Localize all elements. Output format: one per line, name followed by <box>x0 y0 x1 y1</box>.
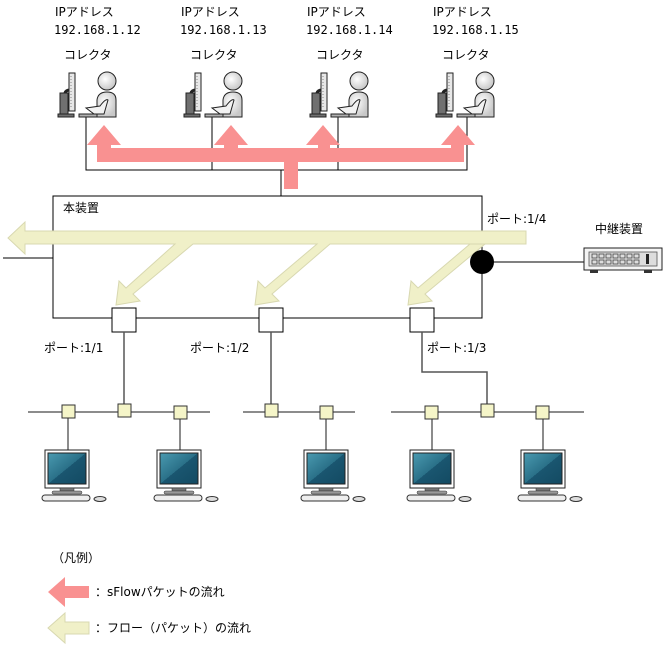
port-1-2-node[interactable] <box>258 307 284 333</box>
pc-icon <box>517 449 583 502</box>
sflow-flow-arrow <box>87 125 475 189</box>
port-1-1-node[interactable] <box>111 307 137 333</box>
pc-icon <box>153 449 219 502</box>
port-label: ポート:1/4 <box>487 212 547 226</box>
collector-name: コレクタ <box>190 48 238 62</box>
lan-segments <box>28 411 584 450</box>
pc-icon <box>300 449 366 502</box>
legend-flow-arrow <box>47 611 90 645</box>
collector-ip-label: IPアドレス <box>55 5 114 19</box>
collector-ip-label: IPアドレス <box>433 5 492 19</box>
legend-flow-label: ：フロー（パケット）の流れ <box>95 621 252 635</box>
port-label: ポート:1/3 <box>427 341 487 355</box>
pc-icon <box>406 449 472 502</box>
port-1-4-node[interactable] <box>470 250 494 274</box>
collector-icon <box>56 70 118 119</box>
packet-flow-arrow-port3 <box>407 243 487 306</box>
port-label: ポート:1/1 <box>44 341 104 355</box>
lan-taps <box>61 403 550 420</box>
port-label: ポート:1/2 <box>190 341 250 355</box>
collector-ip: 192.168.1.14 <box>306 23 393 37</box>
collector-icon <box>182 70 244 119</box>
collector-ip: 192.168.1.13 <box>180 23 267 37</box>
collector-ip: 192.168.1.12 <box>54 23 141 37</box>
collector-ip-label: IPアドレス <box>181 5 240 19</box>
collector-name: コレクタ <box>442 48 490 62</box>
collector-icon <box>434 70 496 119</box>
port-drop-lines <box>123 332 488 404</box>
packet-flow-arrow <box>7 220 527 306</box>
collector-name: コレクタ <box>316 48 364 62</box>
legend-sflow-arrow <box>48 577 89 607</box>
collector-ip: 192.168.1.15 <box>432 23 519 37</box>
relay-device-icon <box>583 247 663 273</box>
port-1-3-node[interactable] <box>409 307 435 333</box>
collector-name: コレクタ <box>64 48 112 62</box>
device-label: 本装置 <box>63 201 100 215</box>
legend-title: （凡例） <box>52 551 101 565</box>
collector-ip-label: IPアドレス <box>307 5 366 19</box>
relay-label: 中継装置 <box>595 222 644 236</box>
pc-icon <box>41 449 107 502</box>
legend-sflow-label: ：sFlowパケットの流れ <box>95 585 225 599</box>
collector-icon <box>308 70 370 119</box>
